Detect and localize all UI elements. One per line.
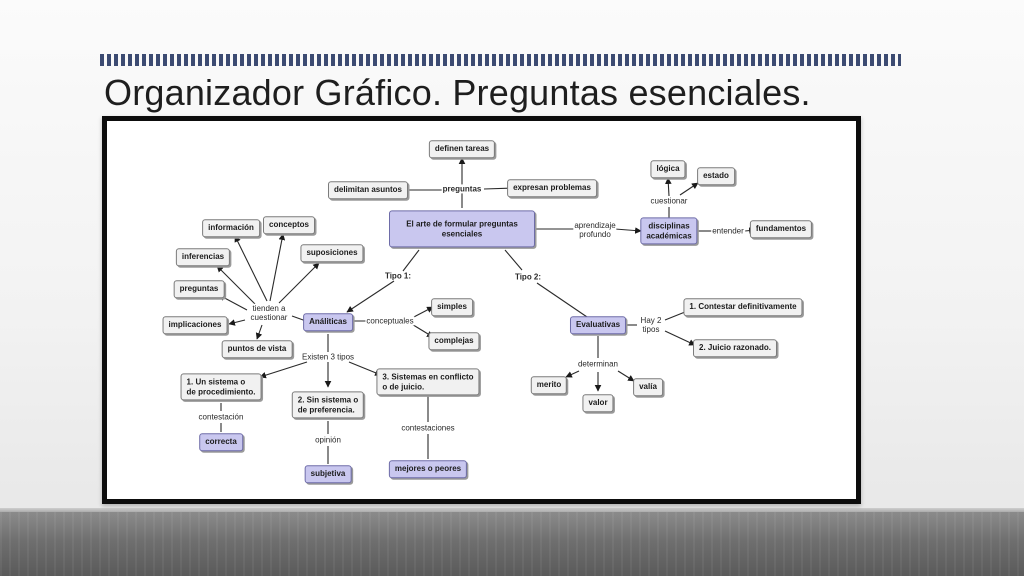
edge-aprendizaje-disciplinas: [614, 227, 642, 234]
link-label-determinan: determinan: [576, 359, 620, 369]
node-implicaciones[interactable]: implicaciones: [162, 316, 228, 334]
edge-tipo2-evaluativas: [536, 282, 591, 320]
node-juicio-razonado[interactable]: 2. Juicio razonado.: [692, 339, 778, 357]
node-logica[interactable]: lógica: [650, 160, 686, 178]
edge-tipo1-analiticas: [346, 280, 395, 313]
concept-map-frame: El arte de formular preguntas esenciales…: [102, 116, 861, 504]
floor-background: [0, 512, 1024, 576]
edge-cuestionar-logica: [665, 177, 672, 197]
link-label-tipo1: Tipo 1:: [384, 271, 412, 281]
link-label-hay2: Hay 2 tipos: [639, 315, 663, 335]
node-delimitan-asuntos[interactable]: delimitan asuntos: [327, 181, 409, 199]
node-disciplinas[interactable]: disciplinas académicas: [640, 217, 698, 245]
edge-tienden-puntos: [255, 324, 263, 340]
edge-tienden-inferencias: [216, 265, 256, 305]
node-analiticas[interactable]: Análiticas: [303, 313, 353, 331]
link-label-entender: entender: [711, 226, 745, 236]
edge-central-tipo1: [402, 249, 420, 272]
edge-hay2-juicio: [664, 330, 696, 346]
node-valor[interactable]: valor: [582, 394, 614, 412]
node-contestar-definitivamente[interactable]: 1. Contestar definitivamente: [683, 298, 803, 316]
node-inferencias[interactable]: inferencias: [175, 248, 231, 266]
node-valia[interactable]: valía: [633, 378, 663, 396]
node-central[interactable]: El arte de formular preguntas esenciales: [389, 210, 535, 248]
edge-existen-conflicto: [348, 361, 382, 376]
node-conceptos[interactable]: conceptos: [262, 216, 316, 234]
link-label-existen: Existen 3 tipos: [300, 352, 356, 362]
node-informacion[interactable]: información: [202, 219, 260, 237]
edge-tienden-informacion: [234, 235, 268, 302]
edge-determinan-merito: [565, 370, 580, 378]
node-subjetiva[interactable]: subjetiva: [304, 465, 352, 483]
edge-determinan-valia: [617, 370, 635, 382]
edge-tienden-suposiciones: [278, 262, 320, 304]
node-sistema-procedimiento[interactable]: 1. Un sistema o de procedimiento.: [180, 373, 262, 401]
link-label-cuestionar: cuestionar: [649, 196, 689, 206]
node-evaluativas[interactable]: Evaluativas: [569, 316, 627, 334]
node-estado[interactable]: estado: [697, 167, 735, 185]
link-label-tienden: tienden a cuestionar: [249, 303, 289, 323]
link-label-contestaciones: contestaciones: [400, 423, 456, 433]
edge-tienden-preguntas: [218, 294, 248, 311]
title-stripe-decoration: [100, 54, 901, 66]
node-sin-sistema[interactable]: 2. Sin sistema o de preferencia.: [291, 391, 365, 419]
edge-central-tipo2: [504, 249, 523, 271]
link-label-conceptuales: conceptuales: [365, 316, 415, 326]
edge-existen-procedimiento: [259, 361, 308, 379]
link-label-opinion: opinión: [314, 435, 342, 445]
node-puntos-de-vista[interactable]: puntos de vista: [221, 340, 293, 358]
node-simples[interactable]: simples: [431, 298, 473, 316]
edge-tienden-implicaciones: [228, 319, 246, 326]
floor-edge: [0, 508, 1024, 514]
link-label-aprendizaje: aprendizaje profundo: [573, 220, 617, 240]
link-label-tipo2: Tipo 2:: [514, 272, 542, 282]
node-preguntas[interactable]: preguntas: [173, 280, 225, 298]
node-suposiciones[interactable]: suposiciones: [300, 244, 364, 262]
node-merito[interactable]: merito: [530, 376, 568, 394]
node-sistemas-conflicto[interactable]: 3. Sistemas en conflicto o de juicio.: [376, 368, 480, 396]
node-expresan-problemas[interactable]: expresan problemas: [507, 179, 597, 197]
link-label-contestacion: contestación: [197, 412, 245, 422]
node-fundamentos[interactable]: fundamentos: [749, 220, 813, 238]
node-correcta[interactable]: correcta: [199, 433, 243, 451]
node-mejores-o-peores[interactable]: mejores o peores: [388, 460, 468, 478]
node-definen-tareas[interactable]: definen tareas: [428, 140, 496, 158]
edge-cuestionar-estado: [679, 182, 699, 196]
edge-tienden-conceptos: [269, 233, 286, 302]
link-label-preguntas: preguntas: [441, 184, 483, 194]
node-complejas[interactable]: complejas: [428, 332, 480, 350]
slide-title: Organizador Gráfico. Preguntas esenciale…: [104, 72, 811, 113]
